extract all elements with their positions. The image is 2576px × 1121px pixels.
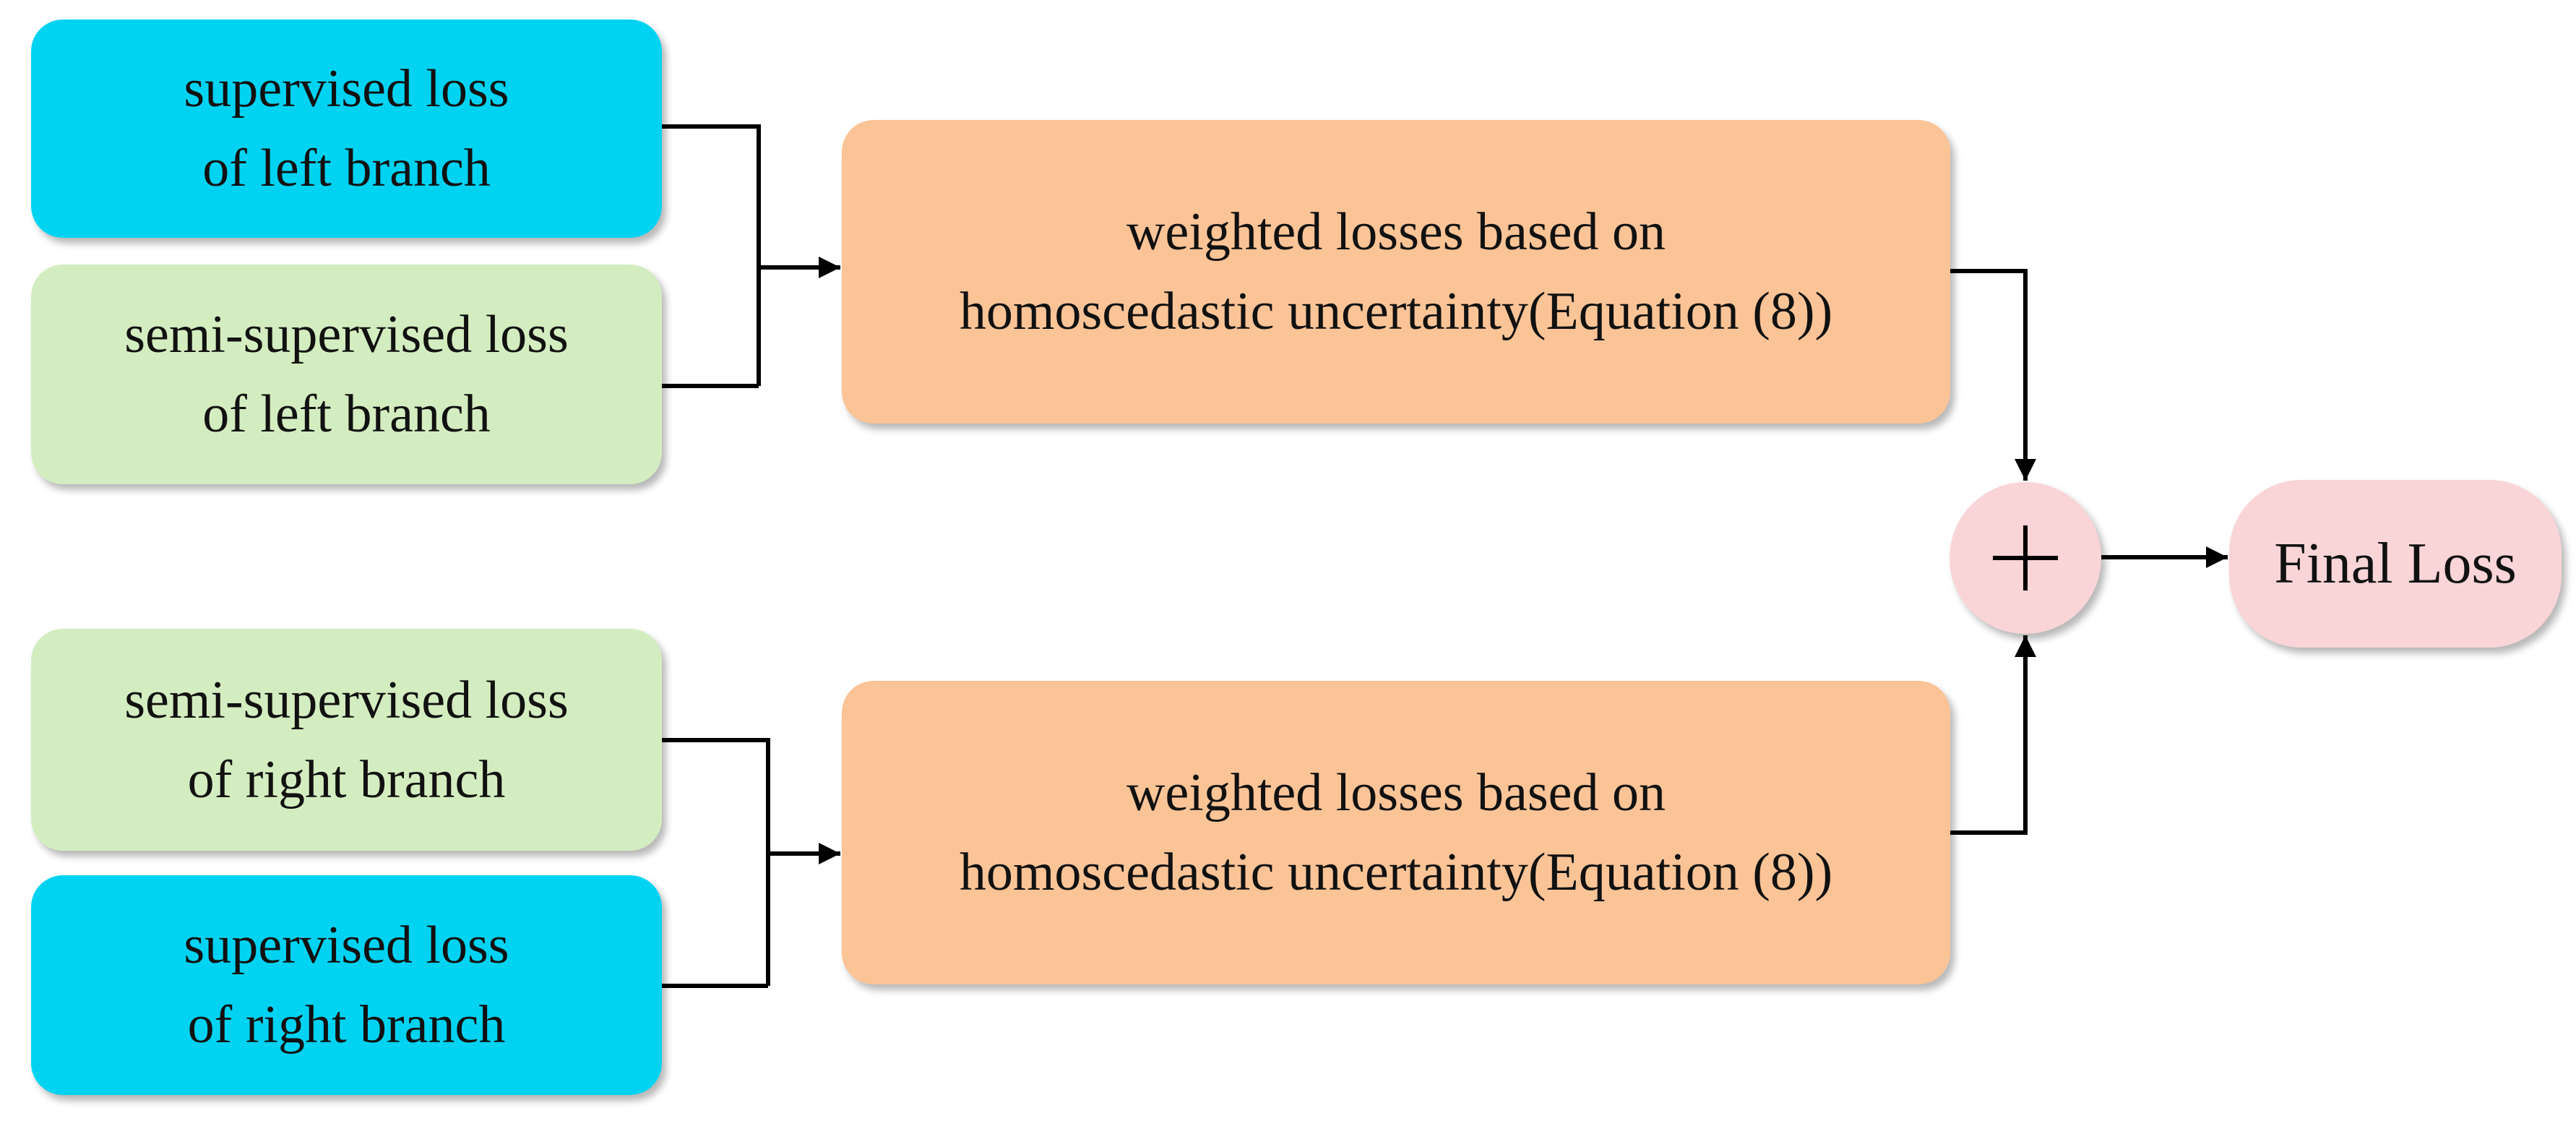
plus-icon [1993, 525, 2058, 590]
supervised-loss-left-line2: of left branch [202, 139, 491, 198]
connector-supervised-left [662, 124, 761, 386]
final-loss-label: Final Loss [2274, 532, 2517, 596]
weighted-losses-bottom-box: weighted losses based on homoscedastic u… [842, 681, 1950, 984]
semi-supervised-loss-left-box: semi-supervised loss of left branch [31, 265, 662, 484]
supervised-loss-right-box: supervised loss of right branch [31, 875, 662, 1095]
supervised-loss-right-line2: of right branch [187, 995, 506, 1055]
weighted-losses-top-line1: weighted losses based on [1126, 202, 1666, 262]
supervised-loss-right-line1: supervised loss [184, 916, 509, 975]
supervised-loss-left-line1: supervised loss [184, 59, 509, 119]
weighted-losses-top-line2: homoscedastic uncertainty(Equation (8)) [959, 282, 1833, 341]
arrow-bottom-to-plus [1950, 635, 2036, 835]
supervised-loss-left-box: supervised loss of left branch [31, 20, 662, 238]
semi-supervised-loss-left-line2: of left branch [202, 385, 491, 444]
weighted-losses-bottom-line1: weighted losses based on [1126, 763, 1666, 823]
arrow-top-to-plus [1950, 269, 2036, 481]
final-loss-box: Final Loss [2229, 480, 2562, 648]
semi-supervised-loss-right-line1: semi-supervised loss [124, 670, 569, 730]
semi-supervised-loss-right-line2: of right branch [187, 750, 506, 809]
semi-supervised-loss-left-line1: semi-supervised loss [124, 305, 569, 364]
weighted-losses-top-box: weighted losses based on homoscedastic u… [842, 120, 1950, 424]
connector-semi-right [662, 738, 770, 986]
sum-node [1950, 482, 2101, 634]
semi-supervised-loss-right-box: semi-supervised loss of right branch [31, 629, 662, 851]
weighted-losses-bottom-line2: homoscedastic uncertainty(Equation (8)) [959, 843, 1833, 902]
